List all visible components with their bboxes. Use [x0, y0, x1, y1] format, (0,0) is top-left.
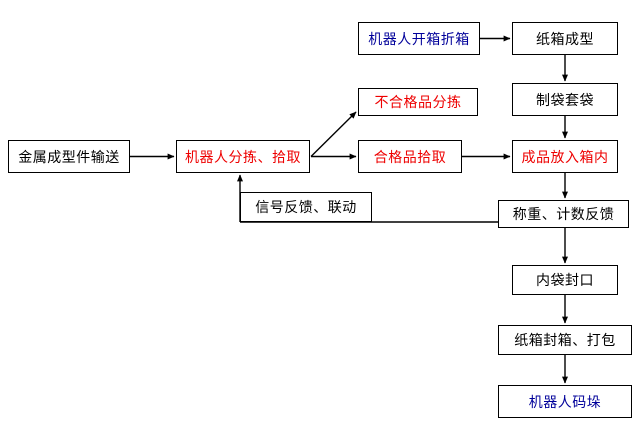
node-product-into-box[interactable]: 成品放入箱内	[512, 140, 618, 173]
node-robot-sort-pick[interactable]: 机器人分拣、拾取	[176, 140, 310, 173]
node-metal-feed-label: 金属成型件输送	[18, 148, 120, 165]
node-carton-forming[interactable]: 纸箱成型	[512, 22, 618, 55]
node-inner-bag-seal[interactable]: 内袋封口	[512, 265, 618, 295]
node-qualified-pick-label: 合格品拾取	[373, 148, 447, 165]
node-weigh-count[interactable]: 称重、计数反馈	[498, 200, 629, 228]
node-robot-open-carton[interactable]: 机器人开箱折箱	[358, 22, 480, 55]
node-signal-feedback[interactable]: 信号反馈、联动	[240, 192, 372, 222]
node-reject-sort-label: 不合格品分拣	[374, 94, 462, 110]
node-metal-feed[interactable]: 金属成型件输送	[8, 140, 130, 173]
node-qualified-pick[interactable]: 合格品拾取	[358, 140, 462, 173]
node-carton-seal-pack[interactable]: 纸箱封箱、打包	[498, 325, 632, 355]
node-reject-sort[interactable]: 不合格品分拣	[358, 88, 478, 116]
edge-robot-to-reject	[310, 111, 357, 157]
node-inner-bag-seal-label: 内袋封口	[536, 272, 594, 288]
node-robot-open-carton-label: 机器人开箱折箱	[368, 30, 470, 47]
node-product-into-box-label: 成品放入箱内	[521, 148, 609, 165]
node-robot-palletize-label: 机器人码垛	[528, 393, 602, 410]
node-weigh-count-label: 称重、计数反馈	[512, 206, 615, 222]
node-robot-sort-pick-label: 机器人分拣、拾取	[185, 148, 301, 165]
node-carton-forming-label: 纸箱成型	[536, 30, 594, 47]
node-robot-palletize[interactable]: 机器人码垛	[498, 385, 632, 418]
node-carton-seal-pack-label: 纸箱封箱、打包	[514, 332, 616, 348]
node-signal-feedback-label: 信号反馈、联动	[255, 199, 357, 215]
node-bag-making[interactable]: 制袋套袋	[512, 83, 618, 116]
node-bag-making-label: 制袋套袋	[536, 91, 594, 108]
